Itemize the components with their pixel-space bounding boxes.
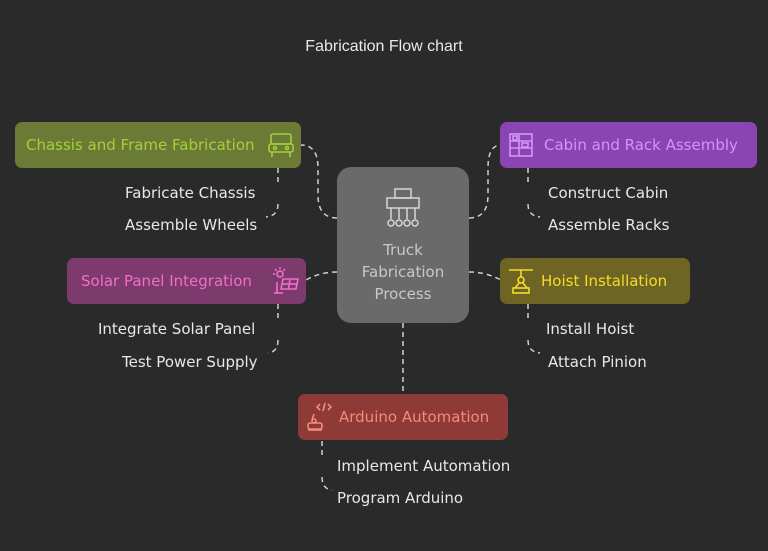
subitem-attach-pinion: Attach Pinion: [548, 353, 647, 371]
subitem-integrate-solar-panel: Integrate Solar Panel: [98, 320, 256, 338]
node-label: Hoist Installation: [541, 272, 668, 290]
node-label: Solar Panel Integration: [81, 272, 252, 290]
node-arduino-automation[interactable]: Arduino Automation: [298, 394, 508, 440]
center-label: Truck Fabrication Process: [361, 241, 445, 303]
node-label: Chassis and Frame Fabrication: [26, 136, 255, 154]
node-label: Arduino Automation: [339, 408, 490, 426]
subitem-assemble-racks: Assemble Racks: [548, 216, 670, 234]
node-cabin-rack-assembly[interactable]: Cabin and Rack Assembly: [500, 122, 757, 168]
center-node[interactable]: Truck Fabrication Process: [337, 167, 469, 323]
node-label: Cabin and Rack Assembly: [544, 136, 738, 154]
solar-panel-icon: [273, 267, 299, 294]
truck-icon: [268, 133, 294, 157]
node-chassis-frame-fabrication[interactable]: Chassis and Frame Fabrication: [15, 122, 301, 168]
subitem-install-hoist: Install Hoist: [546, 320, 635, 338]
chart-title: Fabrication Flow chart: [305, 38, 463, 55]
subitem-fabricate-chassis: Fabricate Chassis: [125, 184, 256, 202]
subitem-implement-automation: Implement Automation: [337, 457, 511, 475]
subitem-program-arduino: Program Arduino: [337, 489, 464, 507]
subitem-test-power-supply: Test Power Supply: [122, 353, 258, 371]
robot-arm-icon: [307, 402, 333, 431]
truck-assembly-icon: [386, 188, 420, 227]
subitem-construct-cabin: Construct Cabin: [548, 184, 669, 202]
node-hoist-installation[interactable]: Hoist Installation: [500, 258, 690, 304]
subitem-assemble-wheels: Assemble Wheels: [125, 216, 258, 234]
hoist-icon: [509, 269, 533, 294]
shelving-rack-icon: [509, 133, 533, 157]
node-solar-panel-integration[interactable]: Solar Panel Integration: [67, 258, 306, 304]
